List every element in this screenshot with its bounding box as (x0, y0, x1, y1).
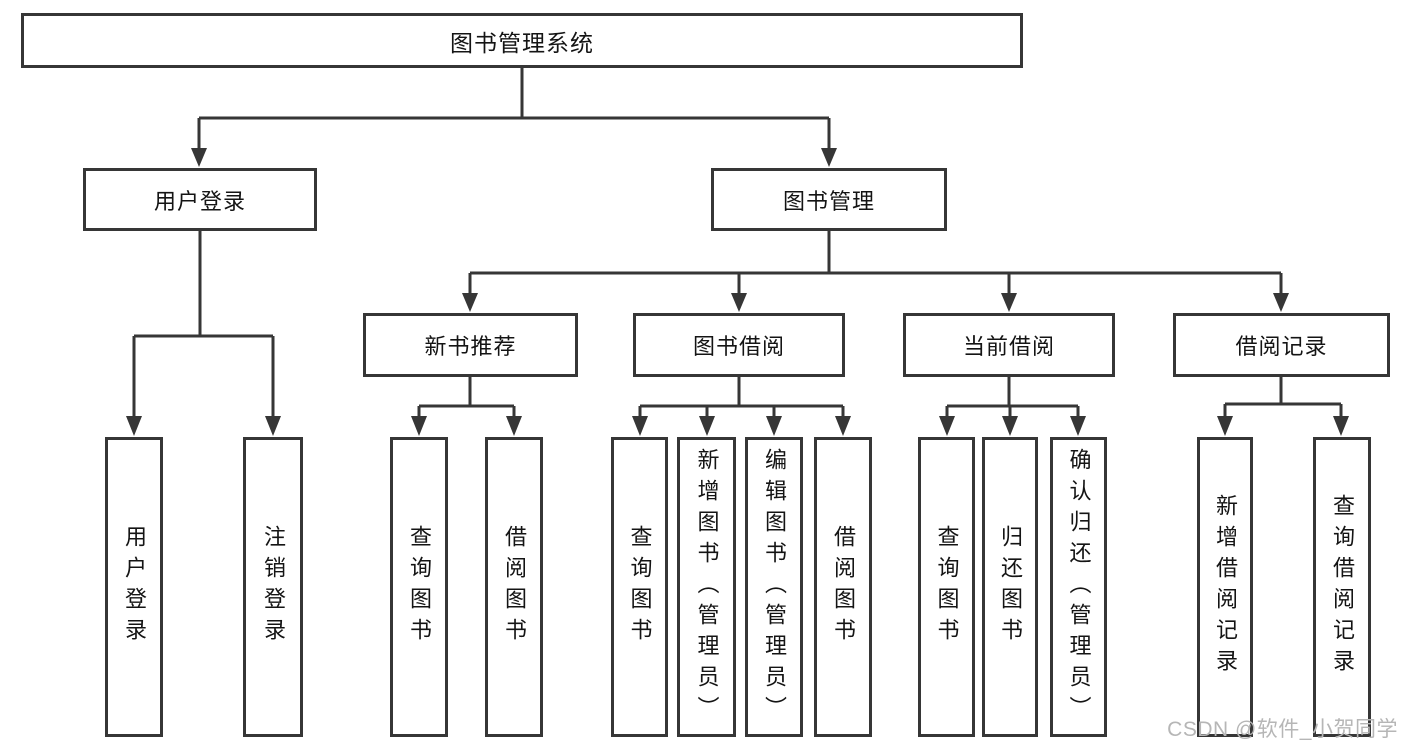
node-book-borrowing: 图书借阅 (633, 313, 845, 377)
node-leaf-confirm-return-admin: 确认归还（管理员） (1050, 437, 1107, 737)
node-leaf-borrow-books-recommend: 借阅图书 (485, 437, 543, 737)
node-leaf-query-borrow-record: 查询借阅记录 (1313, 437, 1371, 737)
node-leaf-query-books-borrowing: 查询图书 (611, 437, 668, 737)
node-leaf-edit-books-admin: 编辑图书（管理员） (745, 437, 803, 737)
node-book-management: 图书管理 (711, 168, 947, 231)
node-new-book-recommend: 新书推荐 (363, 313, 578, 377)
node-leaf-borrow-books: 借阅图书 (814, 437, 872, 737)
node-user-login: 用户登录 (83, 168, 317, 231)
node-leaf-add-books-admin: 新增图书（管理员） (677, 437, 736, 737)
node-leaf-return-books: 归还图书 (982, 437, 1038, 737)
node-leaf-add-borrow-record: 新增借阅记录 (1197, 437, 1253, 737)
node-leaf-logout: 注销登录 (243, 437, 303, 737)
node-current-borrowing: 当前借阅 (903, 313, 1115, 377)
node-root-library-system: 图书管理系统 (21, 13, 1023, 68)
node-borrowing-records: 借阅记录 (1173, 313, 1390, 377)
csdn-watermark: CSDN @软件_小贺同学 (1167, 718, 1398, 741)
node-leaf-user-login: 用户登录 (105, 437, 163, 737)
node-leaf-query-books-recommend: 查询图书 (390, 437, 448, 737)
node-leaf-query-books-current: 查询图书 (918, 437, 975, 737)
